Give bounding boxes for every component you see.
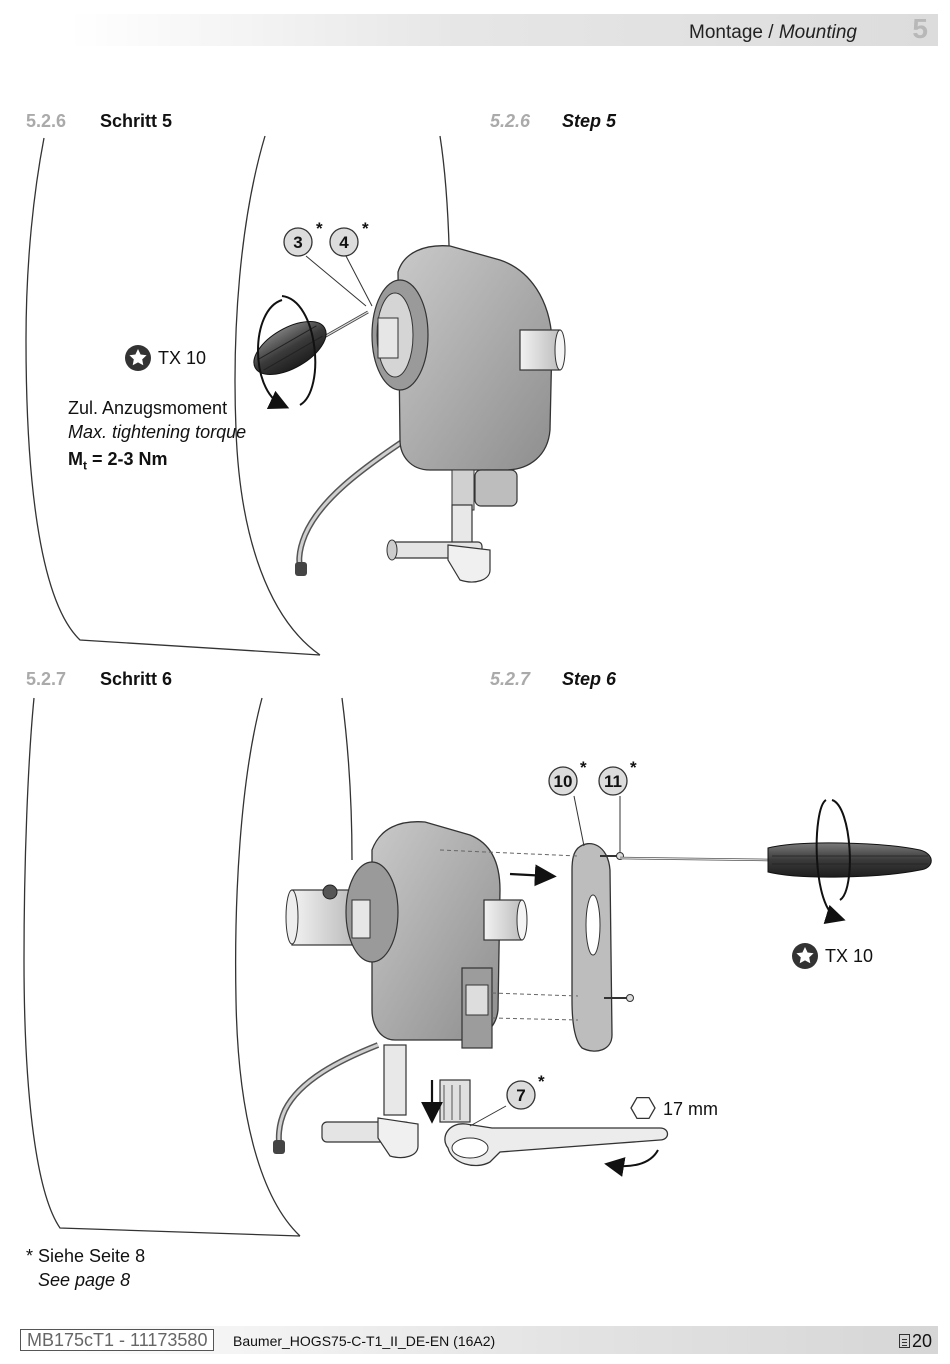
tool-label: TX 10 xyxy=(158,348,207,368)
section-title-en: Step 6 xyxy=(562,669,617,689)
callout-asterisk: * xyxy=(362,219,369,238)
hexagon-icon xyxy=(630,1096,656,1120)
wrench-size-label: 17 mm xyxy=(663,1099,719,1119)
section-title-en: Step 5 xyxy=(562,111,617,131)
callout-10: 10 xyxy=(554,772,573,791)
callout-asterisk: * xyxy=(538,1072,545,1091)
torx-icon xyxy=(125,345,151,371)
torque-value: Mt = 2-3 Nm xyxy=(68,449,168,473)
chapter-number: 5 xyxy=(912,13,928,44)
step6-figure: 10 * 11 * 7 * xyxy=(23,697,932,1237)
torque-label-de: Zul. Anzugsmoment xyxy=(68,398,228,418)
footnote-de: * Siehe Seite 8 xyxy=(26,1246,146,1266)
section-title-de: Schritt 6 xyxy=(100,669,173,689)
step5-figure: 3 * 4 * xyxy=(25,135,566,656)
section-number-en: 5.2.7 xyxy=(490,669,531,689)
section-number-de: 5.2.6 xyxy=(26,111,67,131)
document-name: Baumer_HOGS75-C-T1_II_DE-EN (16A2) xyxy=(233,1333,496,1349)
section-number-en: 5.2.6 xyxy=(490,111,531,131)
header-title: Montage / Mounting xyxy=(689,22,857,43)
section-number-de: 5.2.7 xyxy=(26,669,67,689)
callout-11: 11 xyxy=(604,772,622,791)
tool-label: TX 10 xyxy=(825,946,874,966)
document-id: MB175cT1 - 11173580 xyxy=(20,1329,215,1351)
torx-icon xyxy=(792,943,818,969)
page-number: 20 xyxy=(911,1331,932,1351)
callout-3: 3 xyxy=(293,233,302,252)
callout-7: 7 xyxy=(516,1086,525,1105)
torque-label-en: Max. tightening torque xyxy=(68,422,247,442)
callout-4: 4 xyxy=(339,233,349,252)
footnote-en: See page 8 xyxy=(38,1270,131,1290)
page-icon xyxy=(899,1334,910,1348)
callout-asterisk: * xyxy=(630,758,637,777)
callout-asterisk: * xyxy=(580,758,587,777)
header-bar xyxy=(70,14,938,46)
callout-asterisk: * xyxy=(316,219,323,238)
section-title-de: Schritt 5 xyxy=(100,111,173,131)
